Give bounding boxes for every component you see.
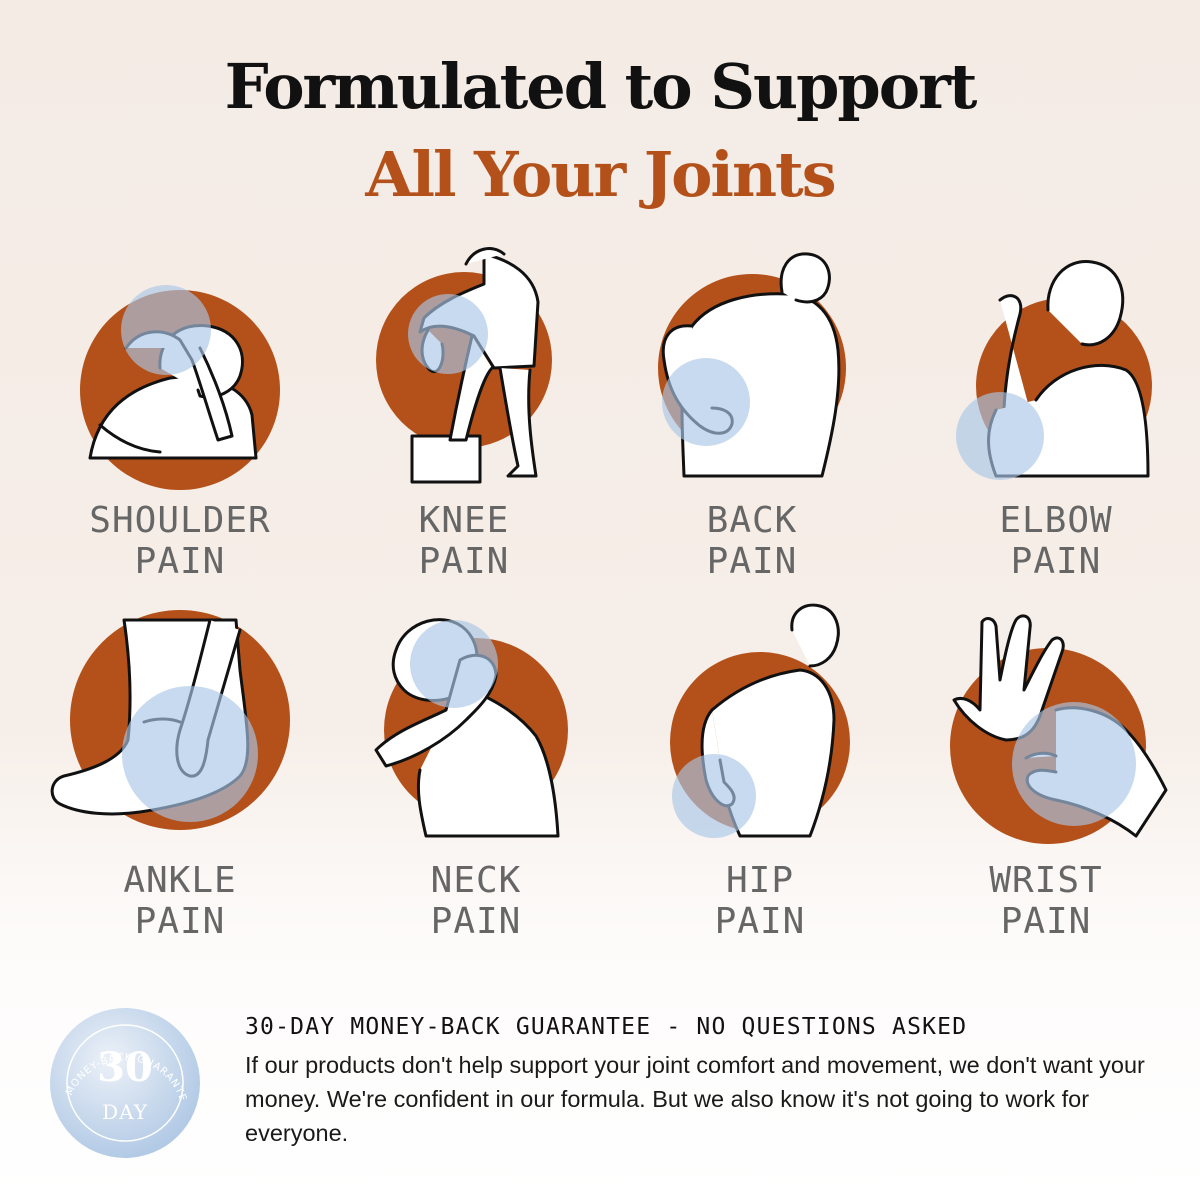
joint-tile-elbow: ELBOW PAIN: [916, 240, 1196, 582]
guarantee-section: MONEY-BACK GUARANTEE 30 DAY 30-DAY MONEY…: [50, 1000, 1160, 1170]
joint-label-line-2: PAIN: [418, 541, 510, 582]
joint-label-line-1: BACK: [706, 500, 798, 541]
knee-pain-illustration: [376, 247, 552, 484]
badge-number: 30: [97, 1044, 153, 1091]
joint-tile-shoulder: SHOULDER PAIN: [40, 240, 320, 582]
wrist-pain-illustration: [950, 614, 1168, 844]
guarantee-body: If our products don't help support your …: [245, 1052, 1145, 1146]
joint-label-line-2: PAIN: [714, 901, 806, 942]
hip-pain-illustration: [670, 603, 850, 838]
neck-pain-illustration: [374, 618, 568, 838]
joint-label-line-1: ANKLE: [123, 860, 237, 901]
joint-label-line-2: PAIN: [134, 541, 226, 582]
joint-tile-neck: NECK PAIN: [336, 600, 616, 942]
joint-label-line-1: KNEE: [418, 500, 510, 541]
joint-label-line-1: ELBOW: [999, 500, 1113, 541]
shoulder-pain-illustration: [80, 285, 280, 490]
joint-label-line-2: PAIN: [1010, 541, 1102, 582]
badge-ring-icon: MONEY-BACK GUARANTEE: [50, 1008, 187, 1142]
joint-label-line-2: PAIN: [706, 541, 798, 582]
joint-tile-hip: HIP PAIN: [620, 600, 900, 942]
guarantee-badge: MONEY-BACK GUARANTEE 30 DAY: [50, 1008, 200, 1158]
joint-tile-knee: KNEE PAIN: [324, 240, 604, 582]
elbow-pain-illustration: [956, 260, 1152, 480]
badge-unit: DAY: [102, 1100, 148, 1124]
back-pain-illustration: [658, 252, 846, 478]
ankle-pain-illustration: [50, 610, 290, 830]
joint-label-line-2: PAIN: [430, 901, 522, 942]
joint-label-line-1: SHOULDER: [89, 500, 271, 541]
joint-tile-ankle: ANKLE PAIN: [40, 600, 320, 942]
title-line-1: Formulated to Support: [224, 50, 978, 123]
joint-tile-wrist: WRIST PAIN: [906, 600, 1186, 942]
joint-tile-back: BACK PAIN: [612, 240, 892, 582]
guarantee-heading: 30-DAY MONEY-BACK GUARANTEE - NO QUESTIO…: [245, 1014, 968, 1040]
joint-label-line-1: WRIST: [989, 860, 1103, 901]
joint-label-line-1: HIP: [725, 860, 795, 901]
joint-label-line-2: PAIN: [134, 901, 226, 942]
joint-label-line-1: NECK: [430, 860, 522, 901]
joint-label-line-2: PAIN: [1000, 901, 1092, 942]
title-line-2: All Your Joints: [365, 138, 836, 211]
